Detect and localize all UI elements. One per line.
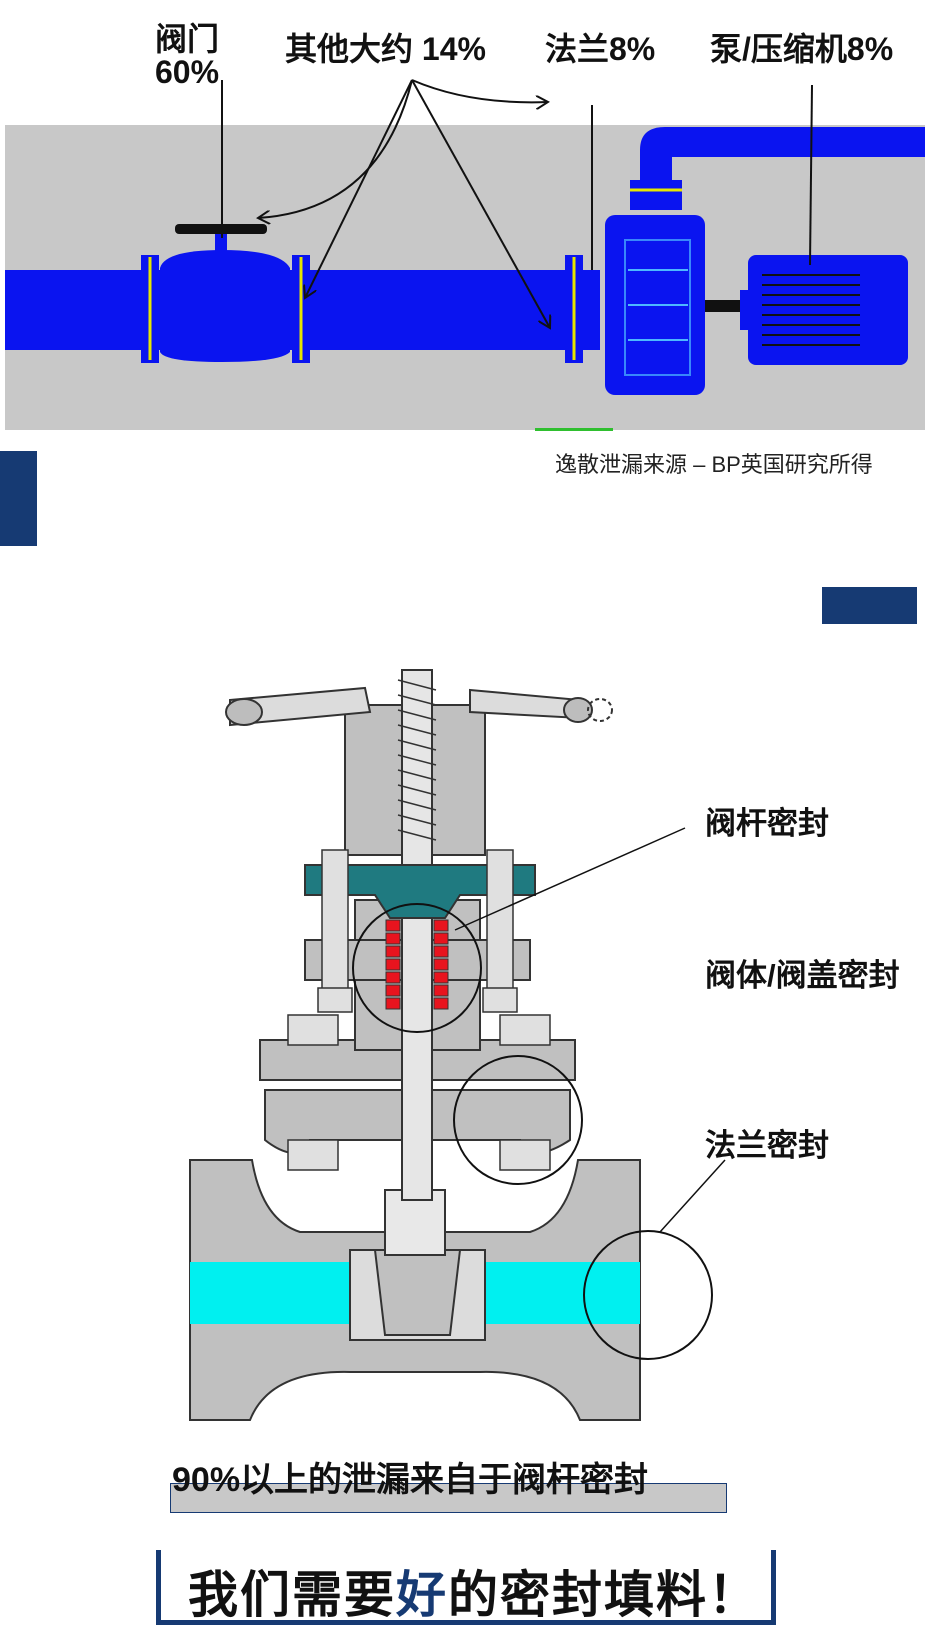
pipeline-diagram	[5, 79, 925, 431]
pump-icon	[605, 127, 925, 395]
flange-seal-line	[659, 1159, 726, 1233]
other-pointer-to-valve	[258, 79, 413, 218]
flange-seal-circle	[583, 1230, 713, 1360]
flange-seal-label: 法兰密封	[705, 1128, 829, 1163]
flange-label: 法兰8%	[545, 31, 656, 67]
stem-thread	[397, 679, 437, 841]
gate-valve-icon	[141, 224, 310, 363]
slogan-frame	[156, 1550, 776, 1625]
handwheel-icon	[225, 686, 613, 727]
pump-pointer-line	[809, 84, 813, 266]
source-note: 逸散泄漏来源 – BP英国研究所得	[555, 452, 873, 477]
gland-studs	[287, 849, 551, 1171]
motor-icon	[740, 255, 908, 365]
slogan: 我们需要好的密封填料！	[188, 1555, 760, 1627]
summary-text: 90%以上的泄漏来自于阀杆密封	[172, 1461, 649, 1499]
navy-left-block	[0, 451, 37, 546]
pump-label: 泵/压缩机8%	[710, 31, 894, 67]
slogan-part2: 的密封填料！	[448, 1567, 760, 1623]
valve-percent-label: 60%	[155, 54, 220, 90]
gate-disc	[349, 1189, 486, 1341]
other-label: 其他大约 14%	[285, 31, 486, 67]
valve-label: 阀门	[155, 21, 220, 57]
body-bonnet-seal-label: 阀体/阀盖密封	[705, 958, 900, 993]
slogan-highlight: 好	[396, 1567, 448, 1623]
other-pointer-to-pipe	[411, 79, 550, 328]
packing-rings	[385, 919, 449, 1010]
stem-seal-label: 阀杆密封	[705, 806, 829, 841]
navy-right-block	[822, 587, 917, 624]
stem-seal-line	[454, 827, 686, 931]
stem-seal-circle	[352, 903, 482, 1033]
summary-bar	[170, 1483, 727, 1513]
valve-stem	[401, 669, 433, 1201]
valve-cross-section	[189, 669, 726, 1421]
other-pointer-right	[411, 79, 548, 102]
other-pointer-to-valve-flange	[305, 79, 413, 298]
bonnet-seal-circle	[453, 1055, 583, 1185]
slogan-part1: 我们需要	[188, 1567, 396, 1623]
flange-icon	[565, 255, 583, 363]
